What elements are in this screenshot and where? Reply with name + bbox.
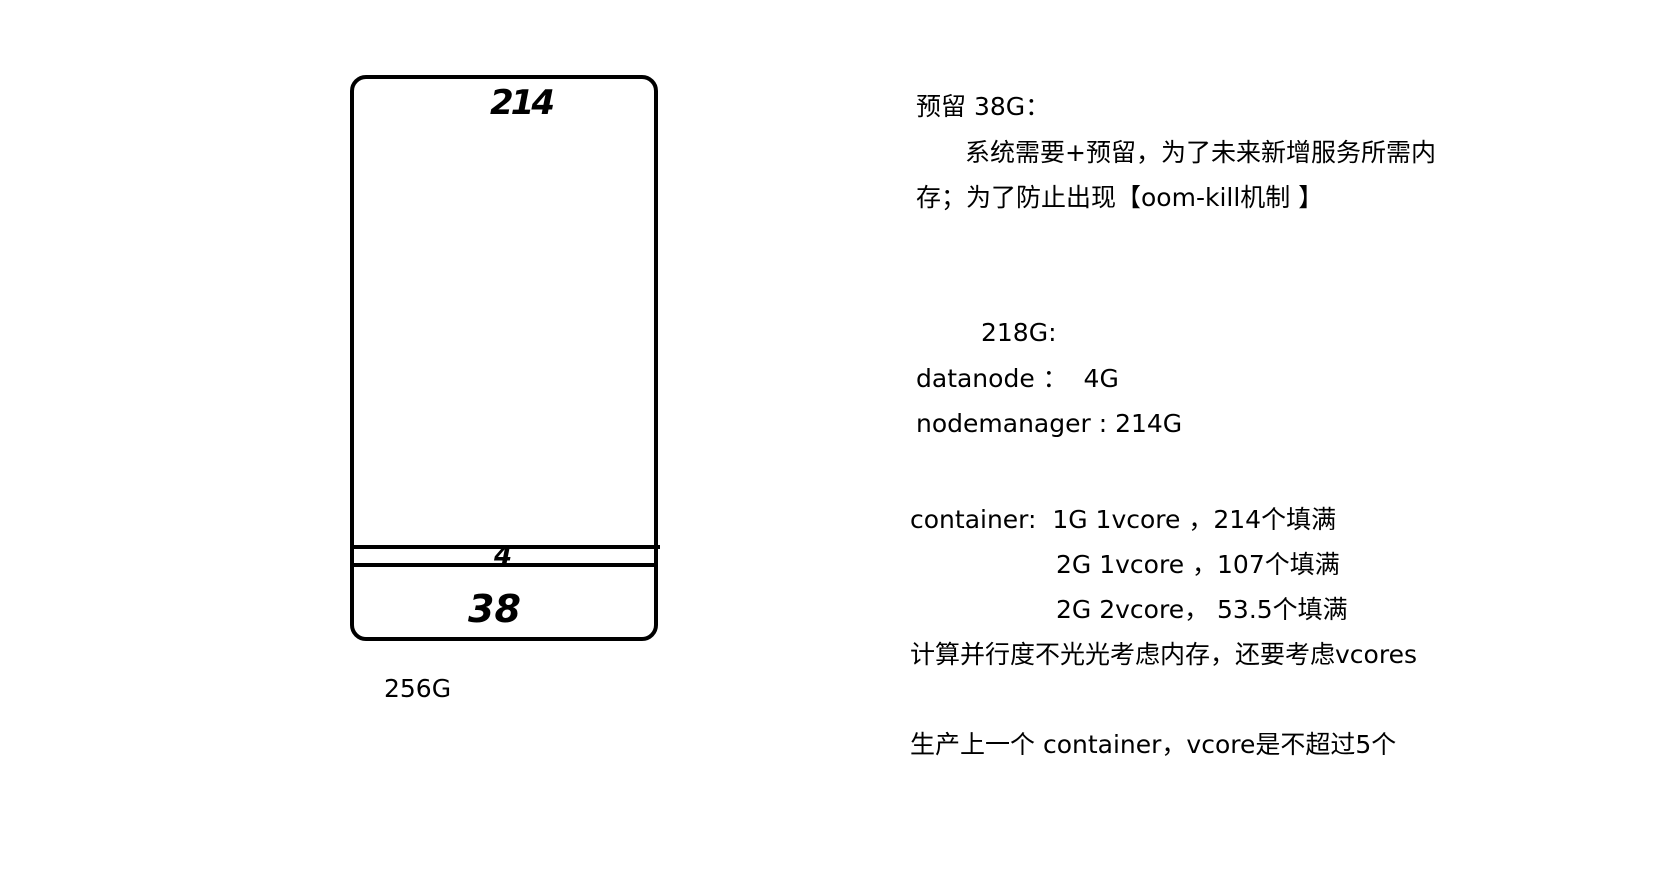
segment-label-bottom: 38	[468, 587, 521, 631]
segment-label-top: 214	[490, 83, 555, 123]
production-note: 生产上一个 container，vcore是不超过5个	[910, 730, 1397, 759]
datanode-allocation: datanode ： 4G	[916, 364, 1119, 393]
total-memory-label: 256G	[384, 674, 452, 703]
reserve-description-line2: 存；为了防止出现【oom-kill机制 】	[916, 183, 1324, 212]
container-config-line3: 2G 2vcore， 53.5个填满	[1056, 595, 1348, 624]
nodemanager-allocation: nodemanager : 214G	[916, 409, 1183, 438]
memory-box-outline	[350, 75, 658, 641]
reserve-description-line1: 系统需要+预留，为了未来新增服务所需内	[965, 138, 1436, 167]
container-config-line2: 2G 1vcore ，107个填满	[1056, 550, 1340, 579]
parallelism-note: 计算并行度不光光考虑内存，还要考虑vcores	[910, 640, 1417, 669]
container-config-line1: container: 1G 1vcore ，214个填满	[910, 505, 1337, 534]
segment-label-middle: 4	[494, 541, 513, 571]
allocation-title: 218G:	[981, 318, 1057, 347]
reserve-title: 预留 38G：	[916, 92, 1051, 121]
